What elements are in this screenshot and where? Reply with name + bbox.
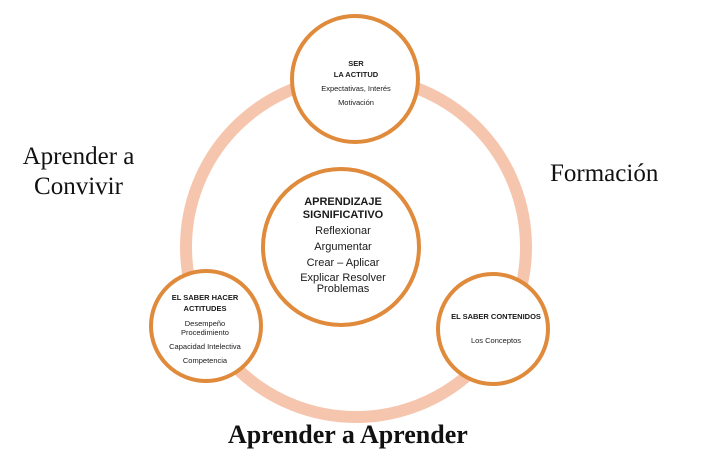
label-formacion: Formación (550, 160, 659, 187)
right-circle (436, 272, 550, 386)
left-circle (149, 269, 263, 383)
center-circle (261, 167, 421, 327)
center-circle-text: APRENDIZAJE SIGNIFICATIVO Reflexionar Ar… (268, 180, 418, 310)
left-circle-item: Competencia (182, 355, 228, 365)
top-circle-subtitle: LA ACTITUD (333, 69, 379, 79)
top-circle (290, 14, 420, 144)
center-circle-title: APRENDIZAJE SIGNIFICATIVO (302, 195, 384, 221)
label-aprender-a-convivir: Aprender a Convivir (22, 143, 135, 200)
left-circle-item: Capacidad Intelectiva (169, 341, 241, 351)
top-circle-item-2: Motivación (338, 97, 374, 107)
center-circle-item: Explicar Resolver Problemas (300, 271, 386, 295)
center-circle-item: Argumentar (314, 240, 372, 253)
left-circle-title: EL SABER HACER ACTITUDES (171, 292, 239, 313)
left-circle-text: EL SABER HACER ACTITUDES Desempeño Proce… (150, 278, 260, 378)
top-circle-title: SER (348, 58, 364, 68)
left-circle-item: Desempeño Procedimiento (181, 318, 229, 337)
top-circle-item-1: Expectativas, Interés (321, 83, 391, 93)
right-circle-item: Los Conceptos (470, 336, 522, 345)
top-circle-text: SER LA ACTITUD Expectativas, Interés Mot… (300, 42, 412, 122)
center-circle-item: Crear – Aplicar (306, 256, 380, 269)
right-circle-text: EL SABER CONTENIDOS Los Conceptos (440, 288, 552, 368)
center-circle-item: Reflexionar (315, 224, 371, 237)
right-circle-title: EL SABER CONTENIDOS (451, 312, 541, 321)
label-aprender-a-aprender: Aprender a Aprender (228, 420, 468, 449)
